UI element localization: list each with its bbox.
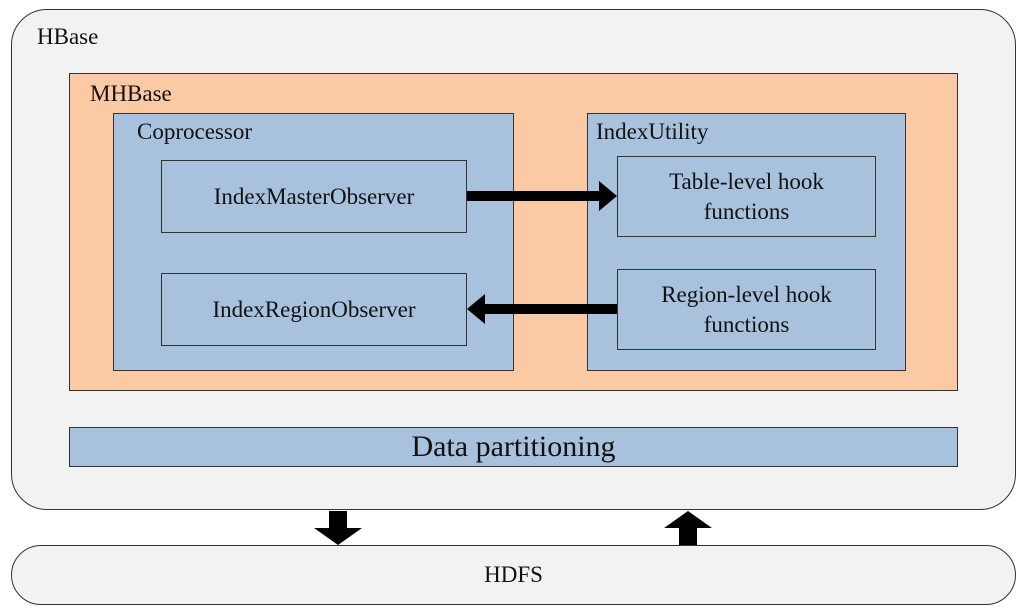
- region-level-hook-box: Region-level hook functions: [617, 269, 876, 350]
- index-region-observer-label: IndexRegionObserver: [212, 296, 416, 322]
- arrow-master-to-table-hook: [467, 181, 617, 211]
- hbase-label: HBase: [37, 24, 99, 49]
- arrow-region-hook-to-region-observer: [467, 294, 617, 324]
- index-master-observer-label: IndexMasterObserver: [213, 183, 415, 209]
- index-master-observer-box: IndexMasterObserver: [161, 160, 467, 233]
- arrow-up-from-hdfs: [664, 511, 712, 545]
- hdfs-container: HDFS: [11, 545, 1016, 605]
- table-level-hook-label-line2: functions: [703, 198, 790, 224]
- region-level-hook-label-line1: Region-level hook: [661, 281, 832, 307]
- table-level-hook-label-line1: Table-level hook: [669, 168, 824, 194]
- index-utility-label: IndexUtility: [596, 119, 709, 144]
- table-level-hook-box: Table-level hook functions: [617, 156, 876, 237]
- index-region-observer-box: IndexRegionObserver: [161, 273, 467, 346]
- coprocessor-label: Coprocessor: [137, 119, 252, 144]
- hdfs-label: HDFS: [484, 562, 543, 587]
- arrow-down-to-hdfs: [314, 511, 362, 545]
- region-level-hook-label-line2: functions: [703, 311, 790, 337]
- data-partitioning-label: Data partitioning: [411, 430, 616, 463]
- mhbase-label: MHBase: [90, 81, 172, 106]
- data-partitioning-bar: Data partitioning: [69, 427, 958, 467]
